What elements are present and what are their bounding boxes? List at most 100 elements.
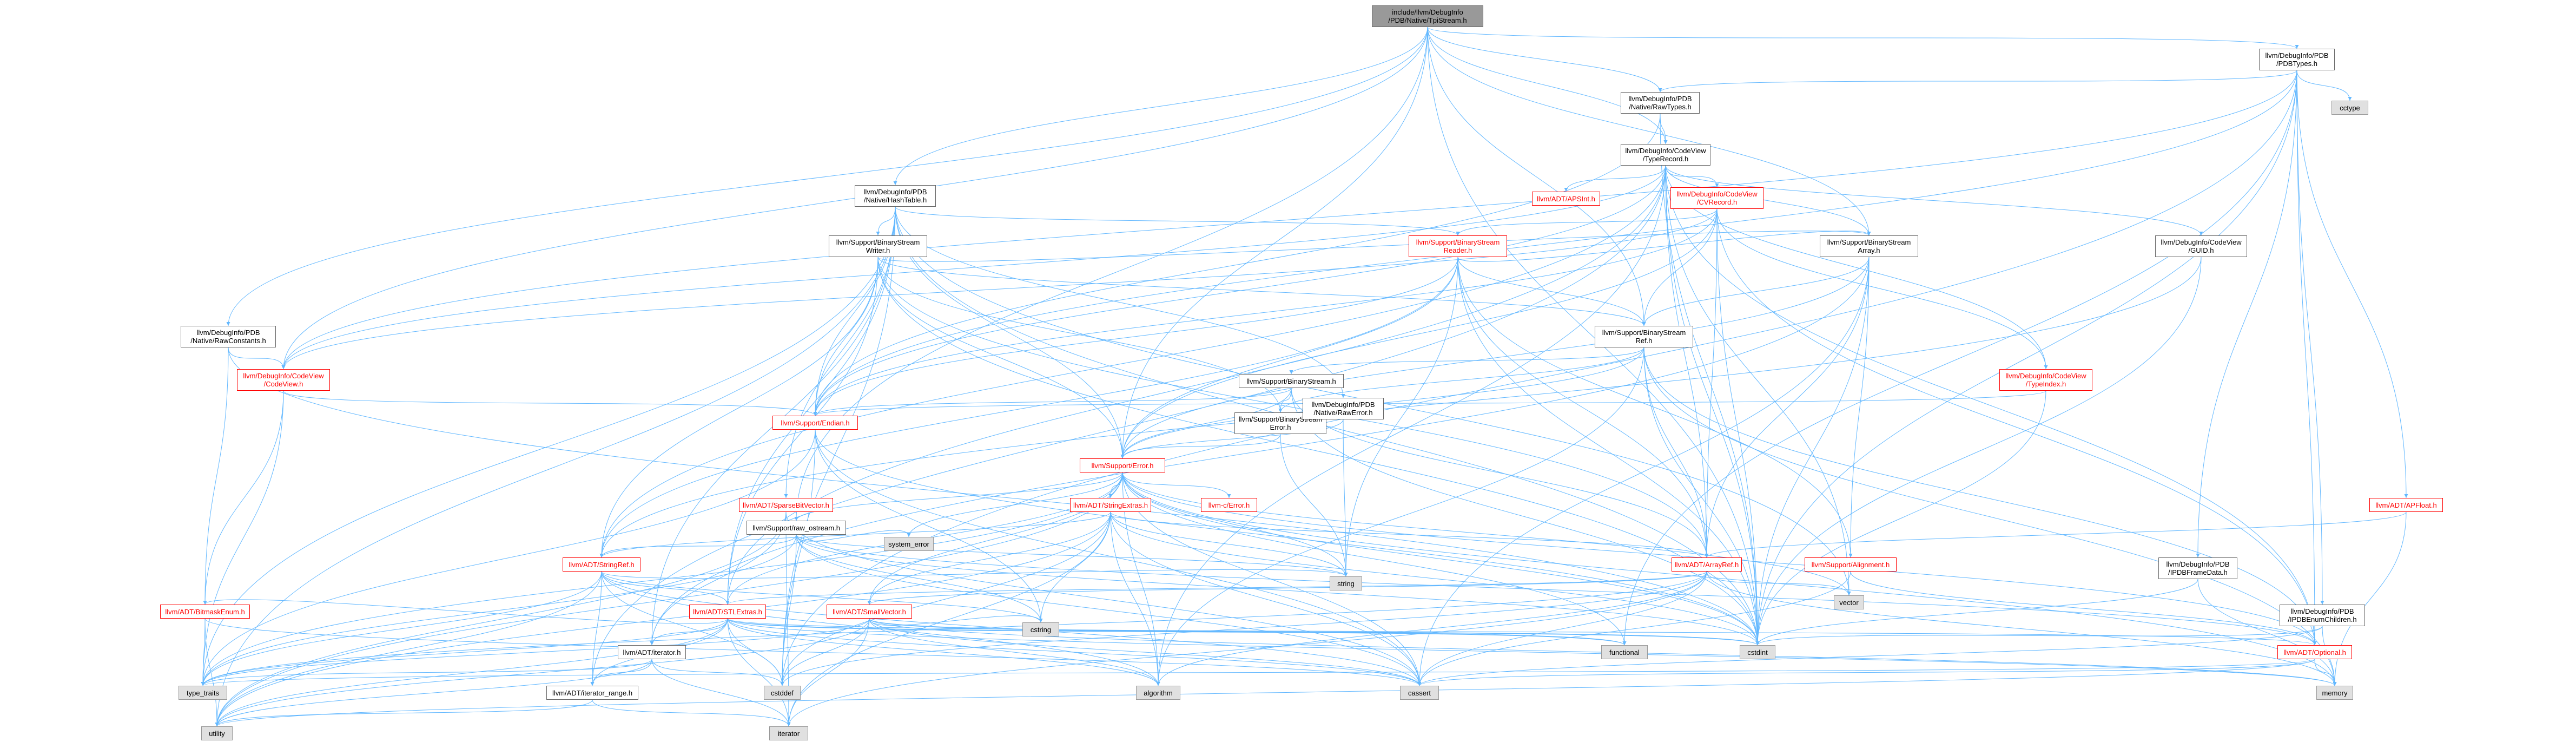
node-rawostream[interactable]: llvm/Support/raw_ostream.h <box>747 521 846 535</box>
edge-stlextras-bitmaskenum <box>203 599 728 624</box>
edge-stringextras-string <box>1110 511 1348 577</box>
edge-hashtable-typetraits <box>201 206 896 686</box>
edge-hashtable-bsreader <box>895 206 1460 236</box>
node-apfloat[interactable]: llvm/ADT/APFloat.h <box>2369 498 2443 512</box>
edge-stlextras-functional <box>727 618 1627 646</box>
node-optional[interactable]: llvm/ADT/Optional.h <box>2277 645 2352 659</box>
edge-endian-cstddef <box>780 429 816 686</box>
node-endian[interactable]: llvm/Support/Endian.h <box>772 416 858 430</box>
node-systemerror[interactable]: system_error <box>884 537 934 551</box>
edge-bswriter-stringref <box>599 257 879 558</box>
node-bsref[interactable]: llvm/Support/BinaryStream Ref.h <box>1595 326 1693 347</box>
edge-bitmaskenum-cassert <box>204 618 1422 686</box>
node-root[interactable]: include/llvm/DebugInfo /PDB/Native/TpiSt… <box>1372 5 1483 27</box>
node-pdbtypes[interactable]: llvm/DebugInfo/PDB /PDBTypes.h <box>2259 49 2335 70</box>
node-vector[interactable]: vector <box>1834 595 1864 609</box>
edge-error-utility <box>215 472 1123 727</box>
node-cassert[interactable]: cassert <box>1400 686 1439 700</box>
edge-bsref-arrayref <box>1643 347 1709 558</box>
node-memory[interactable]: memory <box>2316 686 2353 700</box>
node-sparsebit[interactable]: llvm/ADT/SparseBitVector.h <box>739 498 833 512</box>
node-cvrecord[interactable]: llvm/DebugInfo/CodeView /CVRecord.h <box>1670 187 1763 209</box>
edge-bserror-string <box>1280 434 1348 577</box>
edge-typerecord-guid <box>1665 165 2203 236</box>
node-bsreader[interactable]: llvm/Support/BinaryStream Reader.h <box>1409 235 1507 257</box>
edge-typeindex-endian <box>813 390 2046 416</box>
edge-typerecord-optional <box>1665 165 2317 646</box>
node-smallvector[interactable]: llvm/ADT/SmallVector.h <box>827 605 912 619</box>
edge-arrayref-cstddef <box>780 571 1707 686</box>
edge-hashtable-stlextras <box>725 206 896 605</box>
node-hashtable[interactable]: llvm/DebugInfo/PDB /Native/HashTable.h <box>855 185 936 207</box>
node-bstream[interactable]: llvm/Support/BinaryStream.h <box>1239 374 1344 388</box>
edge-stringextras-utility <box>215 511 1111 727</box>
node-bsarray[interactable]: llvm/Support/BinaryStream Array.h <box>1820 235 1918 257</box>
edge-bswriter-bserror <box>877 257 1283 413</box>
edge-bswriter-stlextras <box>725 257 879 605</box>
edge-bsarray-arrayref <box>1705 257 1870 558</box>
edge-stringref-typetraits <box>201 571 602 686</box>
edge-pdbtypes-functional <box>1622 70 2297 646</box>
node-algorithm[interactable]: algorithm <box>1136 686 1180 700</box>
node-rawerror[interactable]: llvm/DebugInfo/PDB /Native/RawError.h <box>1303 398 1384 419</box>
edge-root-rawtypes <box>1427 27 1662 93</box>
edge-pdbtypes-pdbenumchildren <box>2296 70 2324 605</box>
edge-cvrecord-endian <box>813 208 1718 416</box>
node-guid[interactable]: llvm/DebugInfo/CodeView /GUID.h <box>2155 235 2247 257</box>
node-utility[interactable]: utility <box>201 726 233 740</box>
node-typetraits[interactable]: type_traits <box>179 686 227 700</box>
node-iteratorrange[interactable]: llvm/ADT/iterator_range.h <box>546 686 638 700</box>
edge-bsarray-cstdint <box>1755 257 1870 646</box>
edge-stringref-utility <box>215 571 602 727</box>
node-bitmaskenum[interactable]: llvm/ADT/BitmaskEnum.h <box>160 605 250 619</box>
edge-root-typerecord <box>1427 27 1668 145</box>
edge-hashtable-utility <box>215 206 896 727</box>
node-cstring[interactable]: cstring <box>1022 622 1059 636</box>
edge-error-typetraits <box>201 472 1123 686</box>
node-stringref[interactable]: llvm/ADT/StringRef.h <box>563 557 640 572</box>
edge-stringextras-cstddef <box>780 511 1111 686</box>
edge-smallvector-typetraits <box>201 618 870 686</box>
edge-stringref-stlextras <box>601 571 730 605</box>
edge-bswriter-error <box>877 257 1125 459</box>
node-cerror[interactable]: llvm-c/Error.h <box>1201 498 1257 512</box>
edge-cvrecord-typeindex <box>1716 208 2048 370</box>
node-rawtypes[interactable]: llvm/DebugInfo/PDB /Native/RawTypes.h <box>1621 92 1700 114</box>
edge-guid-stringref <box>599 257 2202 558</box>
node-alignment[interactable]: llvm/Support/Alignment.h <box>1805 557 1897 572</box>
node-functional[interactable]: functional <box>1601 645 1648 659</box>
edge-guid-cstdint <box>1755 257 2202 646</box>
edge-stlextras-optional <box>727 618 2316 646</box>
node-cstdint[interactable]: cstdint <box>1740 645 1775 659</box>
edge-root-pdbtypes <box>1427 27 2299 49</box>
node-cstddef[interactable]: cstddef <box>764 686 801 700</box>
node-bswriter[interactable]: llvm/Support/BinaryStream Writer.h <box>829 235 927 257</box>
edge-smallvector-functional <box>869 618 1627 646</box>
edge-bsarray-cassert <box>1417 257 1870 686</box>
edge-bsref-memory <box>1643 347 2337 686</box>
node-iteratorstd[interactable]: iterator <box>769 726 808 740</box>
node-codeview[interactable]: llvm/DebugInfo/CodeView /CodeView.h <box>237 369 330 391</box>
edge-error-systemerror <box>907 472 1123 537</box>
edge-sparsebit-cassert <box>785 511 1422 686</box>
node-typerecord[interactable]: llvm/DebugInfo/CodeView /TypeRecord.h <box>1621 144 1710 166</box>
node-stlextras[interactable]: llvm/ADT/STLExtras.h <box>689 605 766 619</box>
node-apsint[interactable]: llvm/ADT/APSInt.h <box>1532 192 1600 206</box>
node-pdbenumchildren[interactable]: llvm/DebugInfo/PDB /IPDBEnumChildren.h <box>2280 605 2365 626</box>
edge-pdbframedata-memory <box>2197 579 2337 686</box>
edge-iterator-iteratorrange <box>590 659 652 686</box>
node-arrayref[interactable]: llvm/ADT/ArrayRef.h <box>1672 557 1742 572</box>
edge-arrayref-algorithm <box>1156 571 1707 686</box>
node-cctype[interactable]: cctype <box>2331 101 2368 115</box>
node-string[interactable]: string <box>1330 576 1362 590</box>
node-error[interactable]: llvm/Support/Error.h <box>1080 458 1165 472</box>
node-iterator[interactable]: llvm/ADT/iterator.h <box>618 645 686 659</box>
edge-iterator-utility <box>215 659 652 727</box>
node-pdbframedata[interactable]: llvm/DebugInfo/PDB /IPDBFrameData.h <box>2158 557 2237 579</box>
node-rawconstants[interactable]: llvm/DebugInfo/PDB /Native/RawConstants.… <box>181 326 276 347</box>
node-typeindex[interactable]: llvm/DebugInfo/CodeView /TypeIndex.h <box>1999 369 2092 391</box>
edge-rawconstants-cstdint <box>228 347 1760 646</box>
node-stringextras[interactable]: llvm/ADT/StringExtras.h <box>1070 498 1151 512</box>
edge-bsreader-error <box>1120 257 1458 459</box>
